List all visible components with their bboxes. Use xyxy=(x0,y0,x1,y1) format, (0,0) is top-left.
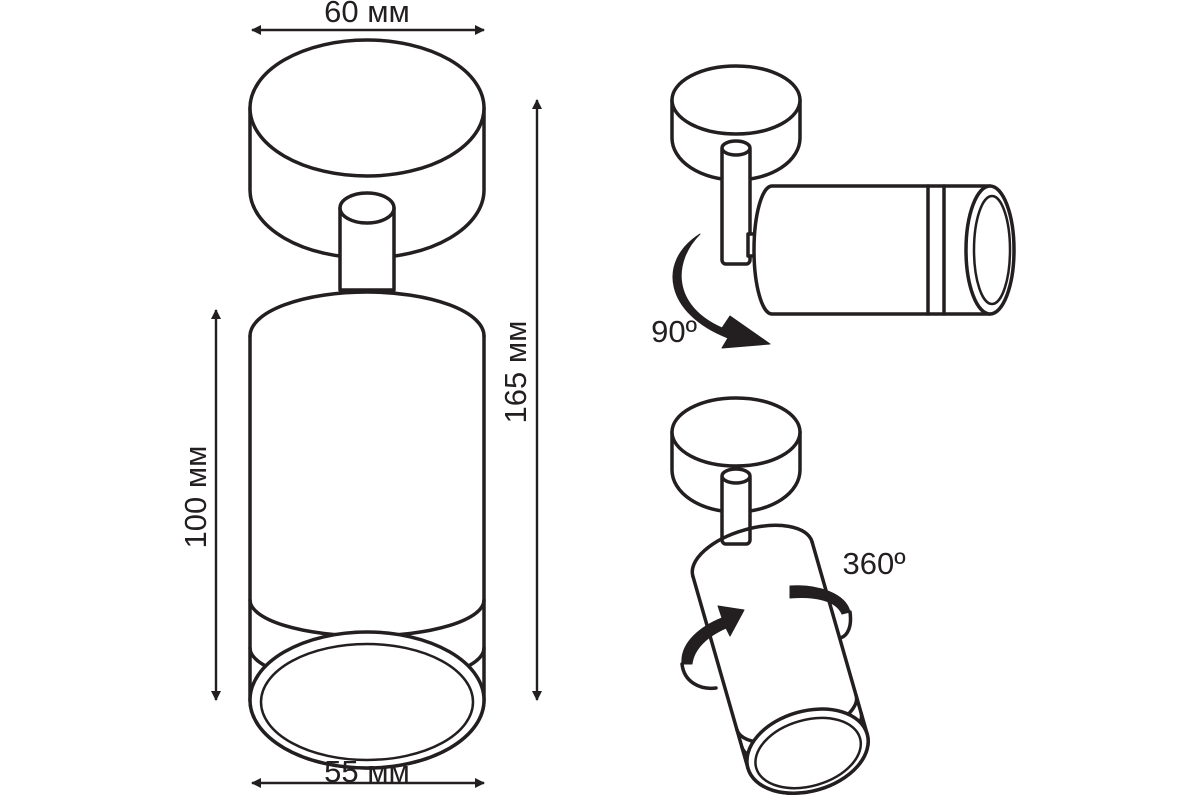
stem xyxy=(338,191,396,292)
rotate-view: 360º xyxy=(670,396,906,795)
rotate-view-stem xyxy=(720,467,752,546)
turn-rotation-swoosh-right xyxy=(838,610,853,640)
dim-top-width-label: 60 мм xyxy=(324,0,410,29)
dim-bottom-width-label: 55 мм xyxy=(324,754,410,789)
lamp-body xyxy=(248,290,486,770)
turn-rotation-arrow-left xyxy=(681,605,745,665)
tilt-view-stem xyxy=(720,139,752,266)
tilt-view-cylinder xyxy=(746,184,1016,316)
tilt-rotation-arrow xyxy=(672,233,771,349)
turn-angle-label: 360º xyxy=(842,546,905,581)
dim-body-height-label: 100 мм xyxy=(178,446,213,549)
tilt-view: 90º xyxy=(651,64,1016,349)
main-lamp-front-view: 60 мм 55 мм 165 мм 100 мм xyxy=(178,0,542,789)
rotate-view-cylinder xyxy=(690,523,870,795)
tilt-angle-label: 90º xyxy=(651,314,697,349)
ceiling-base xyxy=(248,38,486,260)
turn-rotation-swoosh-left xyxy=(680,662,718,691)
dim-total-height-label: 165 мм xyxy=(498,321,533,424)
turn-rotation-arrow-right xyxy=(789,585,851,615)
